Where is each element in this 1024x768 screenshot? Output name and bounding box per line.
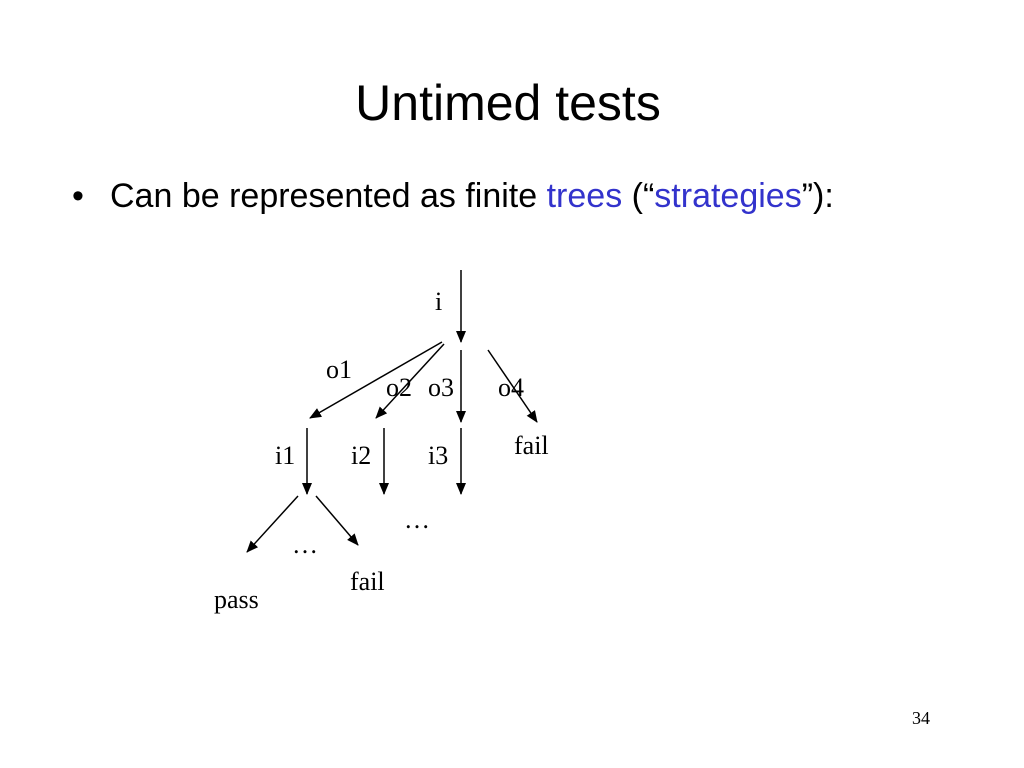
- label-o3: o3: [428, 373, 454, 402]
- edge-fail-i1: [315, 495, 359, 546]
- label-root-input: i: [435, 287, 442, 316]
- bullet-text-before: Can be represented as finite: [110, 177, 547, 215]
- label-pass: pass: [214, 585, 259, 614]
- label-ellipsis-i3: …: [404, 505, 430, 534]
- label-i1: i1: [275, 441, 295, 470]
- slide-title: Untimed tests: [355, 75, 661, 131]
- bullet-highlight-strategies: strategies: [654, 177, 802, 215]
- label-o1: o1: [326, 355, 352, 384]
- label-i3: i3: [428, 441, 448, 470]
- label-fail-i1: fail: [350, 567, 385, 596]
- label-o4: o4: [498, 373, 524, 402]
- label-o2: o2: [386, 373, 412, 402]
- edge-o1: [309, 341, 443, 419]
- label-i2: i2: [351, 441, 371, 470]
- label-fail-o4: fail: [514, 431, 549, 460]
- edge-pass: [246, 495, 299, 553]
- bullet-text-end: ”):: [801, 177, 834, 215]
- bullet-highlight-trees: trees: [546, 177, 623, 215]
- bullet-text-middle: (“: [622, 177, 655, 215]
- edge-o4: [487, 349, 538, 423]
- label-ellipsis-i1: …: [292, 530, 318, 559]
- page-number: 34: [912, 708, 930, 728]
- bullet-marker: •: [72, 177, 84, 215]
- edge-o2: [375, 343, 445, 419]
- bullet-item: • Can be represented as finite trees (“st…: [72, 177, 834, 215]
